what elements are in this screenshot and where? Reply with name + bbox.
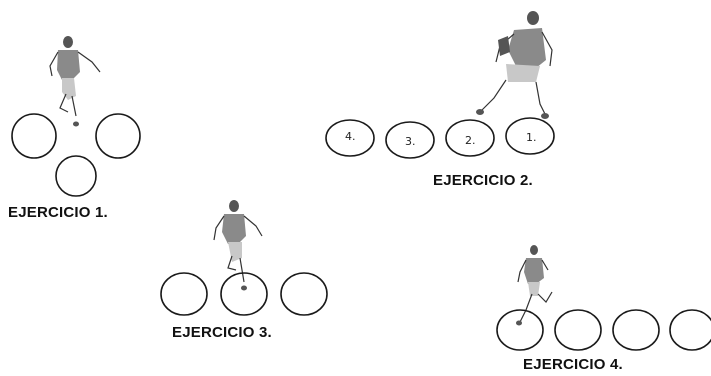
marker-circle [445, 119, 495, 157]
player-figure-icon [213, 200, 263, 291]
marker-circle [280, 272, 328, 316]
circle-number: 3. [405, 135, 416, 148]
marker-circle [220, 272, 268, 316]
player-figure-icon [49, 36, 101, 127]
marker-circle [496, 309, 544, 351]
circle-number: 2. [465, 134, 476, 147]
exercise-label-2: EJERCICIO 2. [433, 172, 533, 189]
player-figure-icon [476, 11, 553, 119]
marker-circle [385, 121, 435, 159]
exercise-1 [11, 36, 141, 197]
marker-circle [55, 155, 97, 197]
marker-circle [95, 113, 141, 159]
exercise-4 [496, 245, 711, 351]
circle-number: 1. [526, 131, 537, 144]
marker-circle [554, 309, 602, 351]
exercise-3 [160, 200, 328, 316]
circle-number: 4. [345, 130, 356, 143]
exercise-2: 4. 3. 2. 1. [325, 11, 555, 159]
marker-circle [160, 272, 208, 316]
exercise-label-3: EJERCICIO 3. [172, 324, 272, 341]
exercise-label-1: EJERCICIO 1. [8, 204, 108, 221]
marker-circle [11, 113, 57, 159]
marker-circle [325, 119, 375, 157]
player-figure-icon [516, 245, 553, 326]
exercise-label-4: EJERCICIO 4. [523, 356, 623, 373]
marker-circle [612, 309, 660, 351]
marker-circle [669, 309, 711, 351]
marker-circle [505, 117, 555, 155]
